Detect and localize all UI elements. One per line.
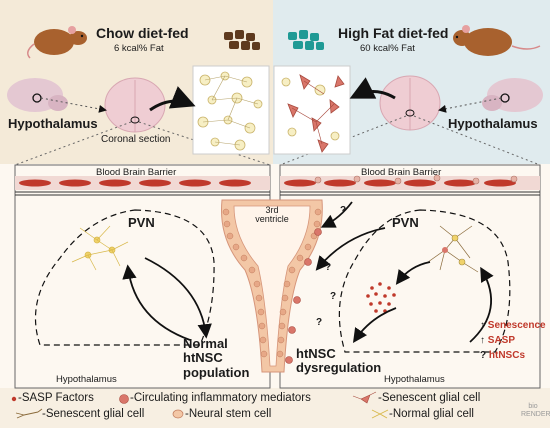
- left-blood-brain-barrier: [15, 176, 270, 196]
- hfd-subtitle: 60 kcal% Fat: [360, 43, 415, 54]
- right-bottom-hypothalamus-label: Hypothalamus: [384, 374, 445, 385]
- right-arrow-outcome-to-glia: [469, 266, 494, 343]
- change-sasp: ↑ SASP: [480, 335, 516, 346]
- change-senescence: ↑ Senescence: [480, 320, 546, 331]
- up-arrow-icon: ↑: [480, 335, 485, 346]
- left-arrow-outcome-to-pvn: [122, 264, 191, 341]
- right-arrow-glia-to-sasp: [395, 261, 431, 285]
- legend-senescent-glial-2-label: -Senescent glial cell: [42, 408, 145, 420]
- right-bbb-label: Blood Brain Barrier: [361, 167, 442, 178]
- right-pointer-dotted: [438, 97, 502, 113]
- left-hypothalamus-label: Hypothalamus: [8, 116, 98, 131]
- hfd-mouse: [453, 25, 541, 56]
- right-arrow-pvn-to-ventricle: [315, 227, 386, 271]
- legend-senescent-glial-1-icon: [352, 391, 377, 404]
- legend-sasp-icon: [11, 396, 17, 402]
- question-mark-1: ?: [340, 205, 347, 216]
- right-hypothalamus-dashed-outline: [338, 209, 511, 353]
- legend-normal-glial-label: -Normal glial cell: [389, 408, 474, 420]
- question-mark-2: ?: [325, 262, 332, 273]
- left-pvn-label: PVN: [128, 215, 155, 230]
- legend-background: [0, 388, 550, 428]
- change-htnscs: ? htNSCs: [480, 350, 526, 361]
- right-coronal-section: [379, 75, 441, 131]
- chow-mouse: [27, 26, 87, 59]
- circulating-mediators-on-ventricle: [285, 228, 322, 364]
- question-icon: ?: [480, 350, 487, 361]
- chow-food-pellets: [224, 30, 260, 50]
- biorender-watermark: bio RENDER: [521, 403, 550, 418]
- htnsc-dysregulation-label: htNSC dysregulation: [296, 346, 382, 376]
- legend-circulating-icon: [119, 394, 129, 404]
- third-ventricle: [220, 199, 323, 373]
- legend-neural-stem-icon: [172, 409, 184, 419]
- right-pvn-label: PVN: [392, 215, 419, 230]
- left-pointer-dotted: [40, 97, 107, 113]
- left-zoom-line-1: [14, 121, 132, 166]
- right-sagittal-brain: [482, 78, 543, 112]
- right-arrow-bbb-to-ventricle: [320, 201, 353, 228]
- hfd-title: High Fat diet-fed: [338, 25, 449, 41]
- hfd-food-pellets: [288, 30, 324, 50]
- left-bbb-label: Blood Brain Barrier: [96, 167, 177, 178]
- left-arrow-pvn-to-outcome: [144, 257, 212, 339]
- question-mark-3: ?: [330, 291, 337, 302]
- chow-title: Chow diet-fed: [96, 25, 189, 41]
- left-hypothalamus-dashed-outline: [34, 209, 215, 346]
- normal-htnsc-population-label: Normal htNSC population: [183, 336, 250, 380]
- third-ventricle-label: 3rd ventricle: [255, 205, 289, 225]
- right-hypothalamus-label: Hypothalamus: [448, 116, 538, 131]
- right-arrow-sasp-to-outcome: [352, 307, 397, 343]
- right-senescent-glial-cells: [427, 225, 479, 273]
- left-bottom-hypothalamus-label: Hypothalamus: [56, 374, 117, 385]
- left-normal-glial-cells: [71, 225, 129, 271]
- right-zoom-arrow: [349, 77, 396, 100]
- right-blood-brain-barrier: [280, 174, 540, 196]
- question-mark-4: ?: [316, 317, 323, 328]
- chow-cells-inset: [192, 65, 270, 155]
- chow-subtitle: 6 kcal% Fat: [114, 43, 164, 54]
- legend-senescent-glial-2-icon: [15, 408, 43, 419]
- up-arrow-icon: ↑: [480, 320, 485, 331]
- legend-sasp-label: -SASP Factors: [18, 392, 94, 404]
- legend-neural-stem-label: -Neural stem cell: [185, 408, 272, 420]
- legend-senescent-glial-1-label: -Senescent glial cell: [378, 392, 481, 404]
- hfd-cells-inset: [273, 65, 351, 155]
- legend-normal-glial-icon: [371, 409, 389, 419]
- coronal-section-label: Coronal section: [101, 134, 171, 145]
- left-coronal-section: [104, 77, 166, 133]
- left-sagittal-brain: [7, 78, 68, 112]
- left-zoom-arrow: [149, 86, 196, 112]
- legend-circulating-label: -Circulating inflammatory mediators: [130, 392, 311, 404]
